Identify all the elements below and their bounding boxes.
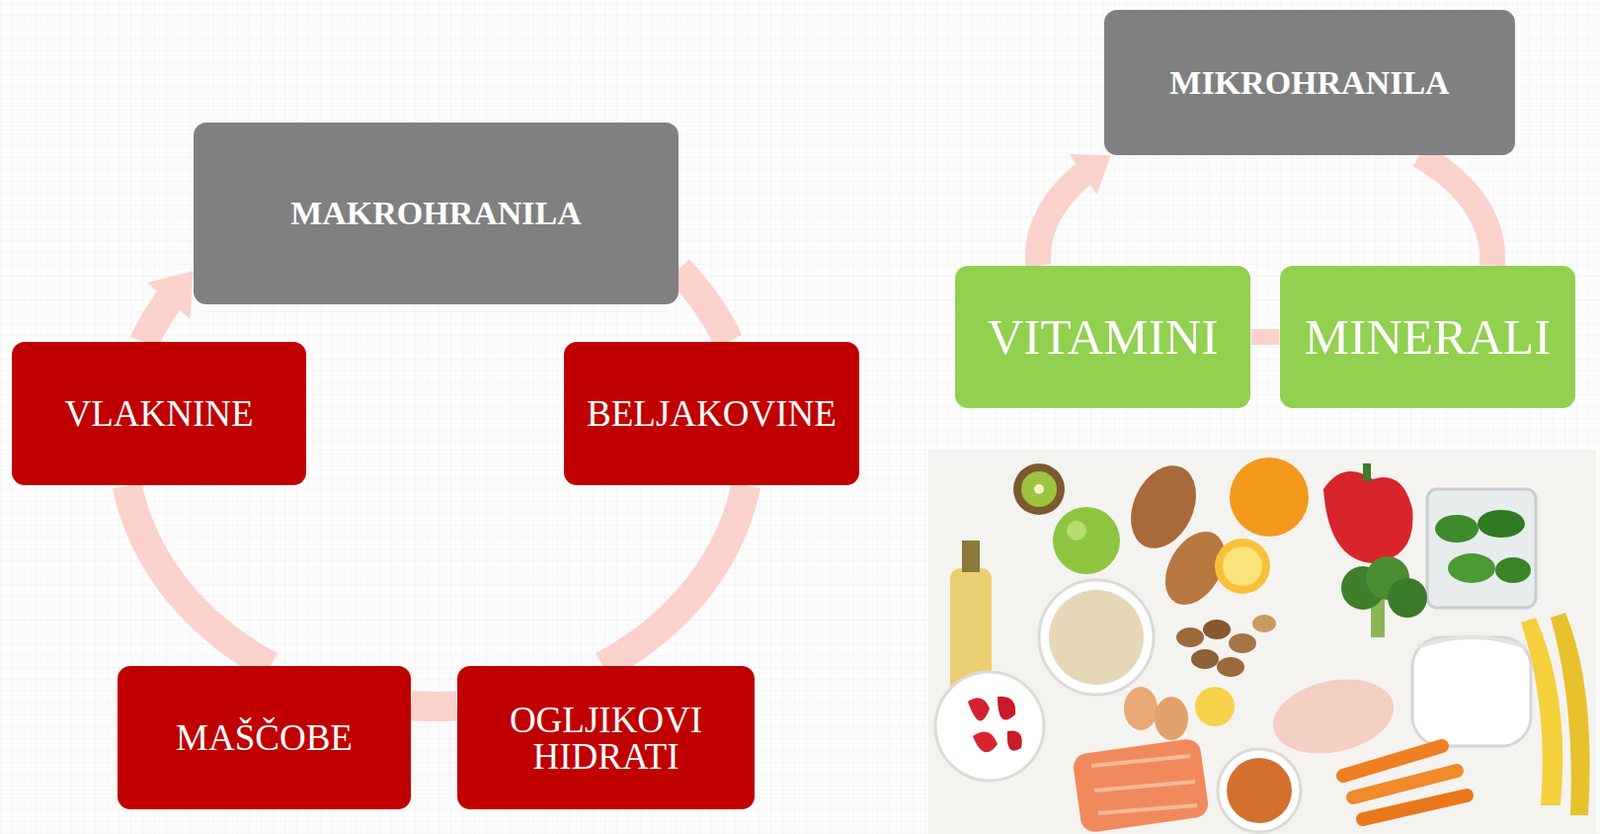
food-shape xyxy=(1495,557,1531,583)
food-shape xyxy=(1007,730,1023,751)
connector-line xyxy=(603,484,747,666)
cycle-arrow xyxy=(1419,155,1493,266)
food-shape xyxy=(1071,736,1210,833)
food-shape xyxy=(1191,648,1219,669)
food-shape xyxy=(1266,668,1401,764)
spinach-box xyxy=(1427,488,1536,608)
food-shape xyxy=(1034,483,1044,494)
salmon xyxy=(1071,736,1210,833)
broccoli xyxy=(1341,556,1428,638)
arrow-head xyxy=(1069,154,1112,195)
kiwi xyxy=(1013,463,1065,515)
cycle-arrow xyxy=(1038,154,1112,266)
food-shape xyxy=(1477,509,1525,538)
food-shape xyxy=(1123,686,1158,730)
chicken-breast xyxy=(1266,668,1401,764)
orange xyxy=(1214,457,1309,594)
cycle-arrow xyxy=(1251,336,1280,338)
food-shape xyxy=(1052,506,1120,574)
category-box: MIKROHRANILA xyxy=(1104,9,1516,156)
connector-line xyxy=(410,690,457,721)
food-shape xyxy=(972,731,998,753)
food-shape xyxy=(1195,686,1235,726)
connector-line xyxy=(1038,172,1085,266)
nutrient-box: MINERALI xyxy=(1280,265,1576,408)
box-label: MAKROHRANILA xyxy=(290,196,582,231)
box-label: MAŠČOBE xyxy=(175,719,353,756)
food-shape xyxy=(1217,748,1301,832)
cycle-arrow xyxy=(127,485,271,666)
food-shape xyxy=(1387,577,1428,618)
box-label: OGLJIKOVI HIDRATI xyxy=(467,701,745,775)
milk-jug xyxy=(1412,637,1531,746)
food-shape xyxy=(935,671,1044,781)
food-shape xyxy=(1435,514,1479,543)
box-label: VITAMINI xyxy=(987,312,1219,363)
box-label: MIKROHRANILA xyxy=(1169,66,1449,100)
connector-line xyxy=(678,269,729,342)
food-shape xyxy=(1154,696,1189,740)
food-shape xyxy=(1066,520,1087,541)
food-shape xyxy=(1013,463,1065,515)
food-shape xyxy=(1039,579,1154,695)
carrots xyxy=(1343,745,1467,819)
nutrient-box: BELJAKOVINE xyxy=(563,341,860,485)
nutrient-box: MAŠČOBE xyxy=(117,665,411,809)
food-shape xyxy=(1228,633,1257,653)
food-shape xyxy=(1048,589,1144,685)
food-shape xyxy=(1412,637,1531,746)
arrow-head xyxy=(147,270,194,319)
box-label: VLAKNINE xyxy=(64,395,253,432)
nutrient-box: VLAKNINE xyxy=(11,341,307,485)
food-shape xyxy=(1520,617,1563,805)
food-shape xyxy=(1229,457,1309,537)
food-shape xyxy=(1202,619,1231,640)
cycle-arrow xyxy=(678,269,729,342)
strawberries xyxy=(935,671,1044,781)
eggs xyxy=(1123,686,1235,740)
food-shape xyxy=(1427,488,1536,608)
red-pepper xyxy=(1323,463,1414,563)
food-shape xyxy=(961,540,980,572)
food-shape xyxy=(1216,656,1245,677)
cycle-arrow xyxy=(603,484,747,666)
connector-line xyxy=(1251,328,1280,345)
food-shape xyxy=(1550,612,1591,815)
food-shape xyxy=(967,697,990,720)
oats-bowl xyxy=(1039,579,1154,695)
food-shape xyxy=(1214,538,1271,594)
food-shape xyxy=(1176,627,1204,647)
photo-ground xyxy=(928,449,1597,834)
nutrient-box: VITAMINI xyxy=(955,265,1251,408)
connector-line xyxy=(144,299,170,342)
food-shape xyxy=(1417,637,1526,647)
food-shape xyxy=(1091,755,1198,813)
cycle-arrow xyxy=(144,270,193,342)
food-shape xyxy=(1362,463,1371,481)
nuts xyxy=(1176,614,1277,677)
food-shape xyxy=(1353,770,1457,798)
lentils-bowl xyxy=(1217,748,1301,832)
nutrient-box: OGLJIKOVI HIDRATI xyxy=(457,665,755,809)
food-shape xyxy=(1226,757,1292,823)
box-label: BELJAKOVINE xyxy=(586,395,837,432)
category-box: MAKROHRANILA xyxy=(193,122,679,305)
food-shape xyxy=(1252,614,1277,633)
food-shape xyxy=(1323,471,1414,563)
food-shape xyxy=(1021,471,1057,507)
bread-rolls xyxy=(1118,454,1237,615)
connector-line xyxy=(127,485,271,666)
box-label: MINERALI xyxy=(1304,312,1551,363)
food-shape xyxy=(1447,553,1496,583)
bananas xyxy=(1520,612,1591,815)
cycle-arrow xyxy=(410,705,457,708)
green-apple xyxy=(1052,506,1120,574)
food-shape xyxy=(1362,795,1467,819)
food-illustration xyxy=(928,449,1597,834)
food-shape xyxy=(997,696,1016,720)
food-shape xyxy=(1222,546,1263,586)
connector-line xyxy=(1419,155,1493,266)
